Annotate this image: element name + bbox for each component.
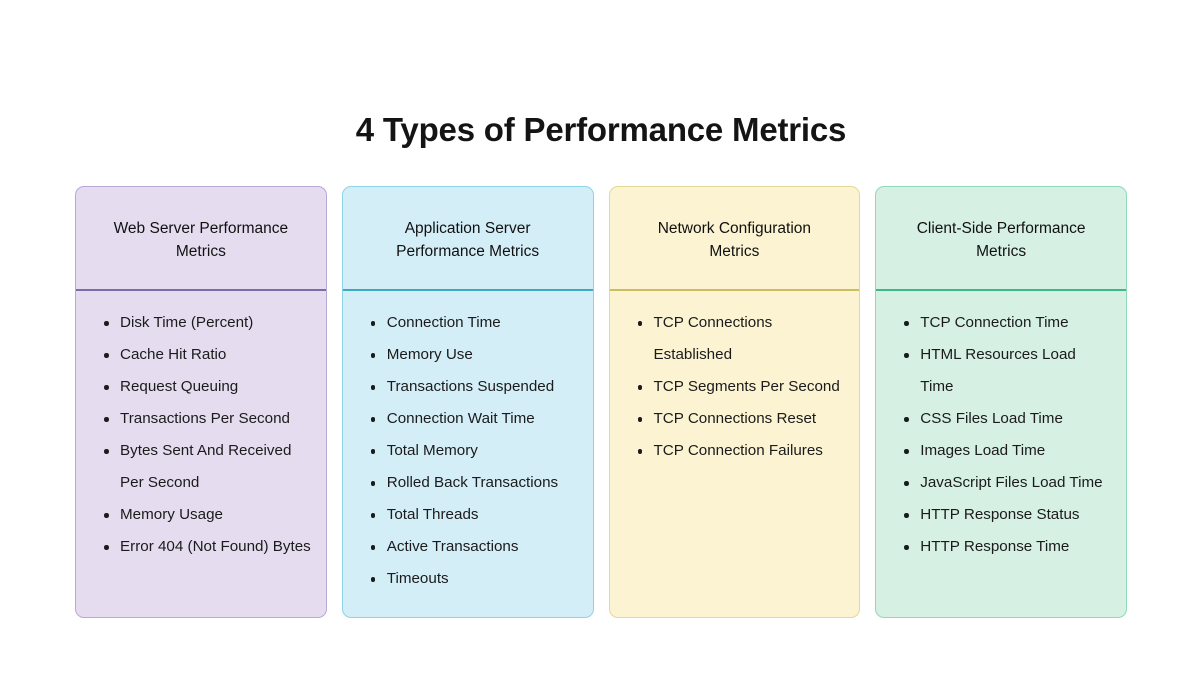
list-item: Rolled Back Transactions — [370, 467, 579, 499]
list-item: HTML Resources Load Time — [904, 339, 1112, 403]
page-title: 4 Types of Performance Metrics — [355, 111, 847, 149]
metric-card-title: Network Configuration Metrics — [609, 187, 860, 291]
list-item: Timeouts — [370, 563, 579, 595]
list-item: CSS Files Load Time — [904, 403, 1112, 435]
list-item: Bytes Sent And Received Per Second — [104, 435, 312, 499]
list-item: Error 404 (Not Found) Bytes — [104, 531, 312, 563]
list-item: Memory Use — [370, 339, 579, 371]
list-item: Images Load Time — [904, 435, 1112, 467]
list-item: TCP Connection Failures — [637, 435, 846, 467]
list-item: Transactions Per Second — [104, 403, 312, 435]
list-item: Connection Time — [370, 307, 579, 339]
metric-card-title: Application Server Performance Metrics — [342, 187, 593, 291]
list-item: TCP Connections Reset — [637, 403, 846, 435]
list-item: HTTP Response Status — [904, 499, 1112, 531]
list-item: Transactions Suspended — [370, 371, 579, 403]
list-item: Memory Usage — [104, 499, 312, 531]
list-item: Cache Hit Ratio — [104, 339, 312, 371]
list-item: TCP Segments Per Second — [637, 371, 846, 403]
list-item: Connection Wait Time — [370, 403, 579, 435]
list-item: HTTP Response Time — [904, 531, 1112, 563]
list-item: Active Transactions — [370, 531, 579, 563]
list-item: TCP Connection Time — [904, 307, 1112, 339]
metric-card-title: Client-Side Performance Metrics — [876, 187, 1126, 291]
list-item: Request Queuing — [104, 371, 312, 403]
metric-card-title: Web Server Performance Metrics — [76, 187, 326, 291]
list-item: Total Threads — [370, 499, 579, 531]
list-item: Disk Time (Percent) — [104, 307, 312, 339]
list-item: Total Memory — [370, 435, 579, 467]
list-item: JavaScript Files Load Time — [904, 467, 1112, 499]
list-item: TCP Connections Established — [637, 307, 846, 371]
